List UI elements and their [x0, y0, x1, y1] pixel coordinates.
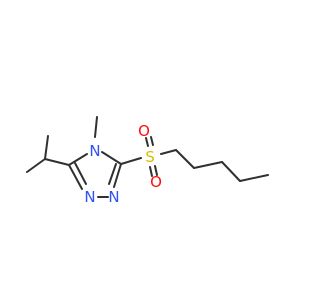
bond-s-c1	[160, 149, 177, 155]
atom-n1: N	[108, 188, 119, 206]
bond-c2-c3	[193, 161, 223, 169]
atom-s: S	[145, 148, 155, 166]
molecule-canvas: N N N S O O	[26, 116, 269, 206]
bond-n1-c5-double	[108, 163, 117, 185]
bond-s-o-bottom-a	[149, 166, 153, 177]
bond-c3-n2	[68, 164, 83, 190]
atom-n2: N	[84, 188, 95, 206]
bond-s-o-top-a	[145, 137, 149, 147]
atom-o-top: O	[138, 122, 150, 140]
bond-c3-c4	[221, 161, 241, 182]
bond-layer	[26, 116, 269, 198]
bond-s-o-bottom-b	[154, 165, 158, 176]
bond-c4-c5	[239, 174, 269, 182]
bond-ch-c3	[44, 158, 70, 166]
bond-n4-c5	[101, 151, 122, 165]
atom-label-layer: N N N S O O	[84, 122, 162, 206]
bond-n1-c5	[113, 163, 122, 188]
atom-o-bottom: O	[150, 173, 162, 191]
bond-n4-methyl	[94, 116, 98, 138]
bond-c5-s	[120, 157, 142, 165]
bond-methyl2-ch	[44, 135, 49, 160]
atom-n4: N	[89, 142, 100, 160]
bond-c3-n4	[68, 153, 88, 166]
bond-c3-n2-double	[74, 162, 87, 185]
molecule-diagram: N N N S O O	[26, 116, 269, 206]
bond-c1-c2	[175, 149, 195, 169]
bond-methyl1-ch	[26, 158, 46, 173]
bond-s-o-top-b	[150, 136, 154, 146]
